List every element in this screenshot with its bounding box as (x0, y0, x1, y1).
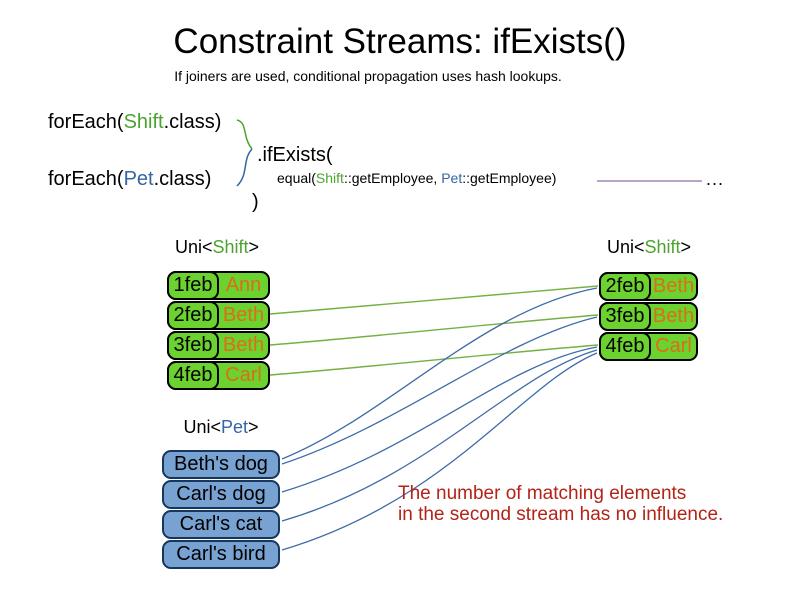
note-line-2: in the second stream has no influence. (398, 504, 724, 525)
right-shift-table: 2feb Beth 3feb Beth 4feb Carl (599, 272, 698, 361)
label-text: > (680, 237, 692, 257)
shift-name-cell: Carl (225, 364, 262, 386)
code-foreach-shift: forEach(Shift.class) (48, 111, 221, 134)
code-text: .class) (163, 111, 222, 133)
shift-row-3feb-beth: 3feb Beth (167, 331, 270, 360)
code-foreach-pet: forEach(Pet.class) (48, 168, 211, 191)
pet-row-beths-dog: Beth's dog (162, 450, 280, 479)
shift-name-cell: Beth (222, 304, 265, 326)
pet-row-carls-cat: Carl's cat (162, 510, 280, 539)
pet-row-carls-dog: Carl's dog (162, 480, 280, 509)
pet-class-token: Pet (441, 170, 463, 186)
shift-date-cell: 3feb (599, 302, 651, 331)
code-text: forEach( (48, 111, 124, 133)
shift-row-1feb-ann: 1feb Ann (167, 271, 270, 300)
ellipsis: ... (706, 169, 725, 189)
label-text: > (248, 417, 259, 437)
shift-row-3feb-beth: 3feb Beth (599, 302, 698, 331)
shift-row-2feb-beth: 2feb Beth (599, 272, 698, 301)
label-text: Uni< (183, 417, 221, 437)
shift-class-token: Shift (315, 170, 344, 186)
shift-class-token: Shift (123, 111, 164, 133)
left-shift-table-label: Uni<Shift> (157, 237, 277, 258)
note-text: The number of matching elements in the s… (398, 483, 723, 525)
shift-date-cell: 1feb (167, 271, 219, 300)
code-text: .class) (153, 168, 212, 190)
code-text: ::getEmployee) (462, 170, 557, 186)
shift-class-token: Shift (212, 237, 249, 257)
label-text: > (248, 237, 260, 257)
green-link-3feb (269, 314, 599, 346)
code-close-paren: ) (252, 191, 259, 213)
shift-name-cell: Beth (222, 334, 265, 356)
pet-class-token: Pet (220, 417, 249, 437)
green-link-2feb (269, 285, 599, 315)
shift-class-token: Shift (644, 237, 681, 257)
shift-name-cell: Carl (655, 335, 692, 357)
shift-row-2feb-beth: 2feb Beth (167, 301, 270, 330)
pet-table: Beth's dog Carl's dog Carl's cat Carl's … (162, 450, 280, 569)
shift-date-cell: 2feb (599, 272, 651, 301)
shift-row-4feb-carl: 4feb Carl (167, 361, 270, 390)
code-text: ::getEmployee, (343, 170, 442, 186)
code-text: equal( (277, 170, 316, 186)
code-text: forEach( (48, 168, 124, 190)
pet-class-token: Pet (123, 168, 154, 190)
shift-date-cell: 4feb (599, 332, 651, 361)
page-subtitle: If joiners are used, conditional propaga… (174, 68, 562, 84)
blue-link-carlscat-4feb (281, 349, 598, 522)
note-line-1: The number of matching elements (398, 483, 687, 504)
shift-name-cell: Beth (652, 275, 695, 297)
label-text: Uni< (174, 237, 213, 257)
blue-link-bethsdog-3feb (281, 316, 598, 465)
shift-row-4feb-carl: 4feb Carl (599, 332, 698, 361)
blue-link-carlsbird-4feb (281, 352, 598, 551)
pet-row-carls-bird: Carl's bird (162, 540, 280, 569)
blue-link-carlsdog-4feb (281, 346, 598, 493)
code-equal-joiner: equal(Shift::getEmployee, Pet::getEmploy… (277, 170, 556, 186)
shift-date-cell: 2feb (167, 301, 219, 330)
pet-table-label: Uni<Pet> (162, 417, 280, 438)
brace-bottom-blue (236, 148, 253, 187)
brace-top-green (236, 119, 253, 150)
shift-date-cell: 4feb (167, 361, 219, 390)
shift-date-cell: 3feb (167, 331, 219, 360)
right-shift-table-label: Uni<Shift> (589, 237, 709, 258)
code-ifexists: .ifExists( (257, 144, 333, 166)
left-shift-table: 1feb Ann 2feb Beth 3feb Beth 4feb Carl (167, 271, 270, 390)
shift-name-cell: Ann (225, 274, 262, 296)
label-text: Uni< (606, 237, 645, 257)
green-link-4feb (269, 344, 599, 376)
shift-name-cell: Beth (652, 305, 695, 327)
blue-link-bethsdog-2feb (281, 287, 598, 460)
page-title: Constraint Streams: ifExists() (173, 22, 627, 61)
